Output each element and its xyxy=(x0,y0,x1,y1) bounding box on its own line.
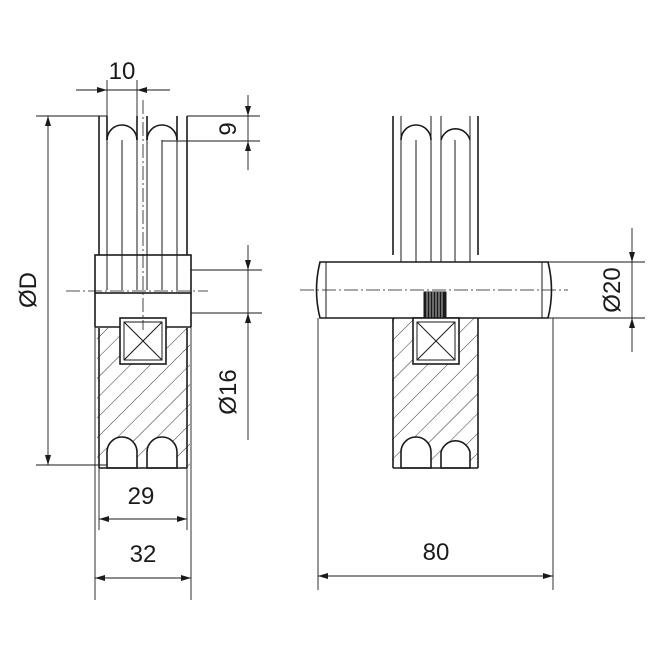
dimension-groove-depth: 9 xyxy=(162,95,260,170)
dimension-overall-width: 32 xyxy=(94,327,192,600)
label-groove-width: 10 xyxy=(109,58,136,85)
dimension-groove-width: 10 xyxy=(76,58,170,116)
dimension-outer-diameter: ØD xyxy=(15,115,107,466)
dimension-inner-width: 29 xyxy=(98,468,188,530)
label-groove-depth: 9 xyxy=(215,122,242,135)
label-overall-width: 32 xyxy=(130,541,157,568)
label-bore-diameter: Ø16 xyxy=(215,369,242,414)
label-inner-width: 29 xyxy=(128,483,155,510)
label-outer-diameter: ØD xyxy=(15,272,42,308)
label-axle-diameter: Ø20 xyxy=(599,267,626,312)
right-pulley-axle-view xyxy=(300,116,568,469)
label-axle-length: 80 xyxy=(423,539,450,566)
left-pulley-section-view xyxy=(66,100,208,469)
dimension-bore-diameter: Ø16 xyxy=(191,245,262,440)
dimension-axle-diameter: Ø20 xyxy=(548,228,645,352)
dimension-axle-length: 80 xyxy=(317,318,554,590)
